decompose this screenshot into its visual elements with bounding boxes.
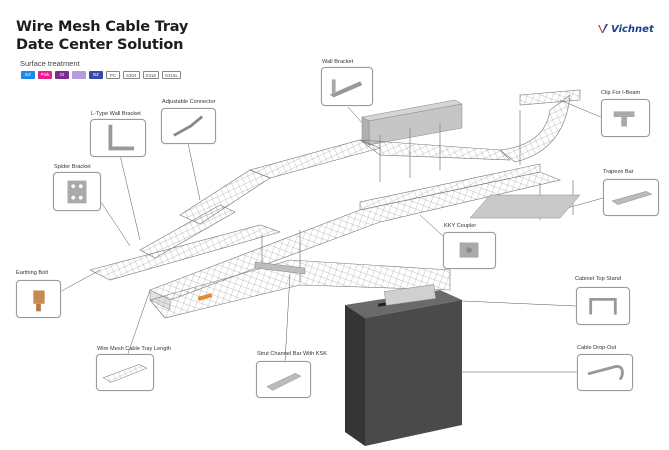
wire-mesh-tray-length-thumbnail	[96, 354, 154, 391]
i-beam	[361, 99, 463, 146]
trapeze-bar-thumbnail	[603, 179, 659, 216]
clip-for-i-beam-thumbnail	[601, 99, 650, 137]
earthing-bolt-icon	[33, 290, 45, 312]
surface-badge: PC	[106, 71, 120, 79]
l-type-wall-bracket-label: L-Type Wall Bracket	[91, 111, 141, 117]
clip-for-i-beam-label: Clip For I-Beam	[601, 90, 641, 96]
l-type-bracket-icon	[108, 124, 135, 151]
surface-badge: S304	[123, 71, 140, 79]
cabinet-stand-icon	[589, 297, 617, 315]
strut-channel-bar-label: Strut Channel Bar With KSK	[257, 351, 327, 357]
wall-bracket-thumbnail	[321, 67, 373, 106]
i-beam-clip-icon	[613, 111, 635, 127]
vichnet-logo-icon	[598, 24, 608, 33]
wall-bracket-label: Wall Bracket	[322, 59, 354, 65]
cabinet-top-stand-thumbnail	[576, 287, 630, 325]
page-title: Wire Mesh Cable Tray Date Center Solutio…	[16, 18, 188, 54]
title-line-1: Wire Mesh Cable Tray	[16, 19, 189, 35]
surface-badge	[72, 71, 86, 79]
brand-name: Vichnet	[611, 23, 654, 35]
earthing-bolt-thumbnail	[16, 280, 61, 318]
surface-badge: S316L	[162, 71, 182, 79]
server-cabinet	[345, 284, 462, 446]
cable-drop-out-label: Cable Drop-Out	[577, 345, 617, 351]
kky-coupler-label: KKY Coupler	[444, 223, 477, 229]
l-type-wall-bracket-thumbnail	[90, 119, 146, 157]
strut-channel-icon	[266, 373, 302, 391]
vertical-bend	[499, 89, 581, 163]
vichnet-logo: Vichnet	[597, 23, 654, 35]
kky-coupler-thumbnail	[443, 232, 496, 269]
upper-tray-run	[139, 139, 511, 259]
earthing-bolt-label: Earthing Bolt	[16, 270, 49, 276]
spider-bracket-icon	[67, 180, 87, 204]
kky-coupler-icon	[459, 242, 479, 258]
surface-badge: S316	[142, 71, 160, 79]
cable-drop-out-thumbnail	[577, 354, 633, 391]
strut-channel	[254, 261, 306, 275]
adjustable-connector-icon	[173, 115, 204, 137]
surface-treatment-label: Surface treatment	[20, 59, 80, 68]
cable-drop-out-icon	[587, 364, 624, 381]
surface-badge: EZ	[21, 71, 35, 79]
title-line-2: Date Center Solution	[16, 37, 184, 53]
adjustable-connector-label: Adjustable Connector	[162, 99, 216, 105]
spider-bracket-thumbnail	[53, 172, 101, 211]
lower-tray-run	[89, 224, 451, 319]
surface-badge: BZ	[89, 71, 103, 79]
solid-tray	[469, 194, 581, 219]
trapeze-bar-label: Trapeze Bar	[603, 169, 634, 175]
trapeze-bar-icon	[611, 191, 653, 205]
cabinet-top-stand-label: Cabinet Top Stand	[575, 276, 621, 282]
surface-badge: GI	[55, 71, 69, 79]
wire-mesh-tray-length-label: Wire Mesh Cable Tray Length	[97, 346, 171, 352]
wire-mesh-tray-icon	[102, 364, 148, 383]
surface-badge: Pink	[38, 71, 52, 79]
spider-bracket-label: Spider Bracket	[54, 164, 91, 170]
adjustable-connector-thumbnail	[161, 108, 216, 144]
strut-channel-bar-thumbnail	[256, 361, 311, 398]
wall-bracket-icon	[329, 79, 363, 98]
